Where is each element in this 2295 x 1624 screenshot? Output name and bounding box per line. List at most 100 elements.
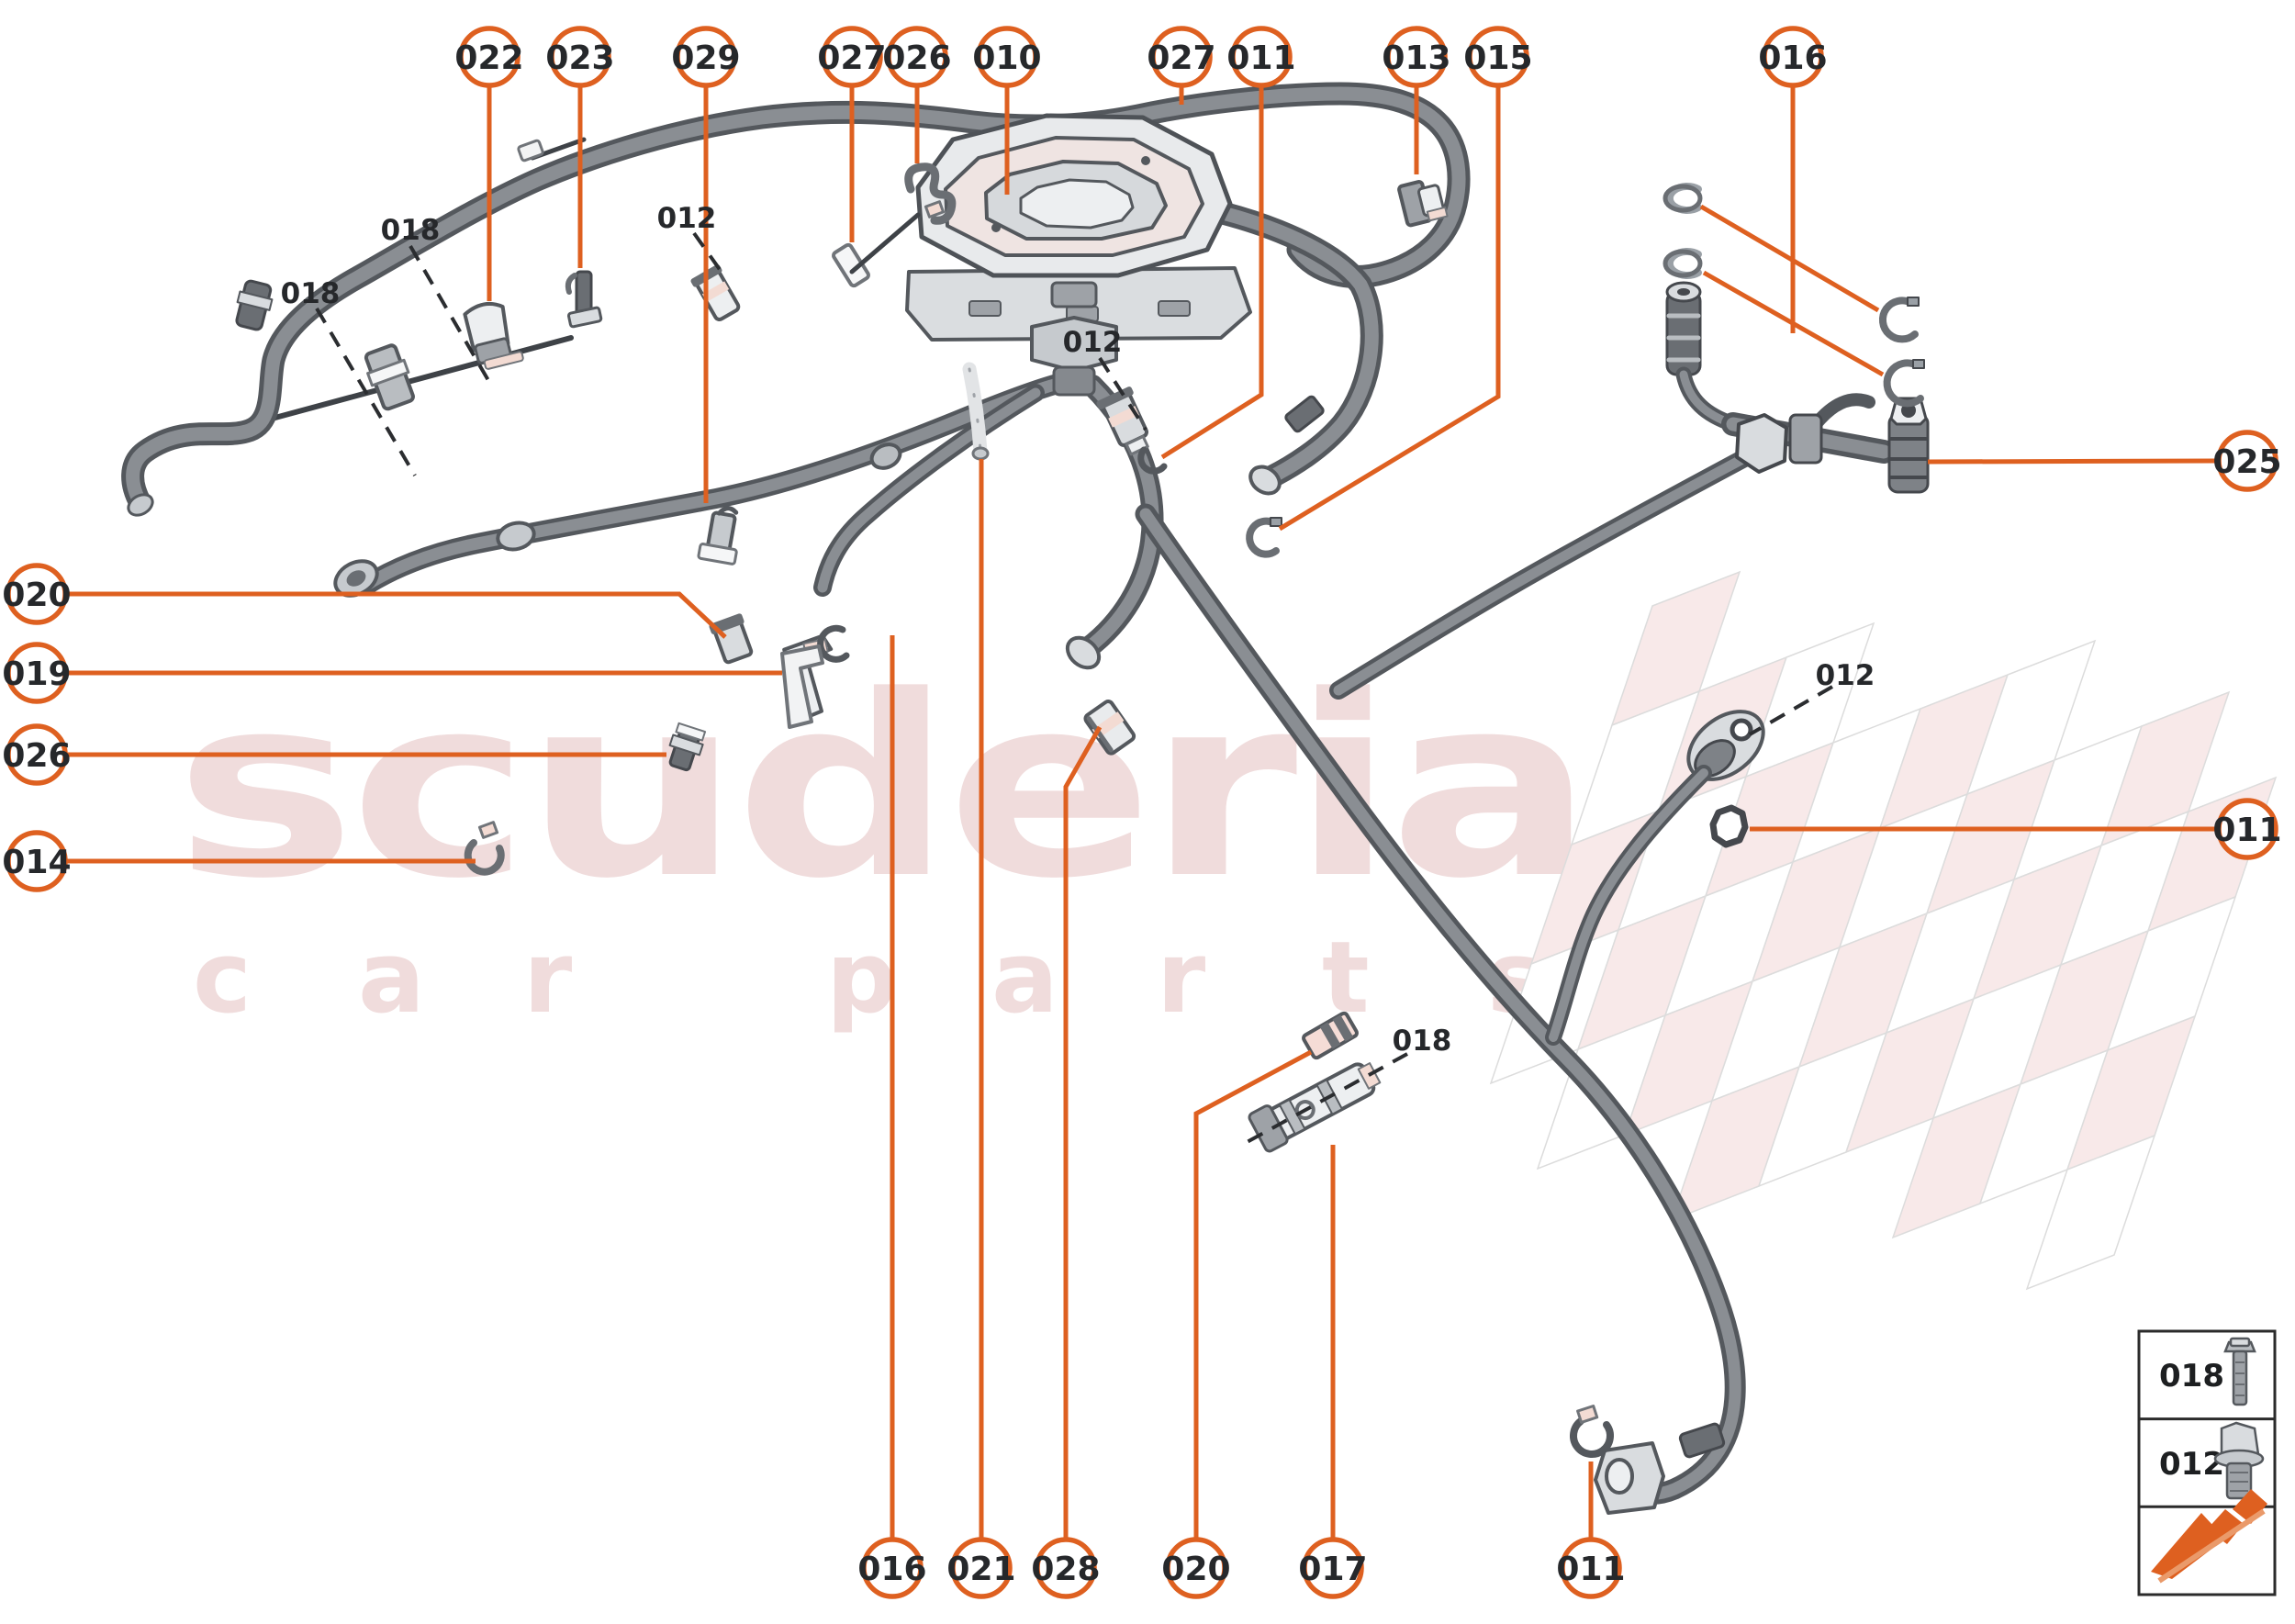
callout-circle[interactable] bbox=[1467, 26, 1529, 88]
inline-label-018: 018 bbox=[281, 277, 417, 477]
callout-circle[interactable] bbox=[6, 830, 68, 892]
valve-012-b bbox=[1096, 386, 1149, 456]
callout-circle[interactable] bbox=[886, 26, 948, 88]
callout-025[interactable]: 025 bbox=[1927, 430, 2282, 492]
harness-rod bbox=[269, 335, 574, 421]
callout-029[interactable]: 029 bbox=[671, 26, 741, 503]
callout-number: 014 bbox=[2, 844, 71, 881]
callout-circle[interactable] bbox=[861, 1537, 924, 1599]
callout-number: 026 bbox=[2, 737, 71, 775]
checkered-flag-watermark bbox=[1489, 570, 2278, 1291]
callout-circle[interactable] bbox=[1302, 1537, 1364, 1599]
callout-circle[interactable] bbox=[2216, 798, 2278, 860]
callout-027[interactable]: 027 bbox=[1147, 26, 1216, 105]
callout-number: 029 bbox=[671, 39, 740, 77]
callout-020[interactable]: 020 bbox=[1161, 1049, 1313, 1599]
band-clamp-018-target bbox=[235, 279, 274, 331]
ring-011-right bbox=[1709, 804, 1749, 848]
legend-box: 018 012 bbox=[2137, 1329, 2277, 1596]
strap-clamp-022-target bbox=[463, 301, 524, 370]
tbolt-clamp-017-target bbox=[1248, 1062, 1382, 1153]
callout-circle[interactable] bbox=[675, 26, 737, 88]
callout-circle[interactable] bbox=[950, 1537, 1013, 1599]
callout-014[interactable]: 014 bbox=[2, 830, 476, 892]
callout-number: 025 bbox=[2212, 443, 2281, 481]
leader-line bbox=[65, 591, 727, 639]
callout-circle[interactable] bbox=[1560, 1537, 1622, 1599]
watermark-tagline-letter: a bbox=[991, 921, 1058, 1036]
callout-circle[interactable] bbox=[6, 563, 68, 625]
connector-012-right bbox=[1545, 710, 1765, 1046]
callout-023[interactable]: 023 bbox=[545, 26, 615, 268]
inline-label-012: 012 bbox=[1063, 326, 1148, 431]
leader-line bbox=[1927, 458, 2220, 465]
dashed-pointer bbox=[1748, 685, 1834, 736]
callout-015[interactable]: 015 bbox=[1278, 26, 1533, 532]
inline-part-number: 018 bbox=[1393, 1025, 1452, 1058]
callout-number: 011 bbox=[1556, 1551, 1625, 1588]
callout-circle[interactable] bbox=[2216, 430, 2278, 492]
callout-021[interactable]: 021 bbox=[946, 459, 1016, 1599]
callout-circle[interactable] bbox=[1165, 1537, 1227, 1599]
watermark-tagline-letter: r bbox=[1157, 921, 1205, 1036]
callout-circle[interactable] bbox=[821, 26, 883, 88]
callout-circle[interactable] bbox=[1035, 1537, 1097, 1599]
dashed-pointer bbox=[1098, 356, 1148, 431]
pump-assembly bbox=[905, 113, 1252, 461]
bolt-long-icon bbox=[2223, 1337, 2256, 1406]
callout-016[interactable]: 016 bbox=[1699, 26, 1885, 377]
fuel-line-lower-left bbox=[333, 374, 1068, 598]
inline-label-012: 012 bbox=[657, 202, 727, 279]
callout-020[interactable]: 020 bbox=[2, 563, 727, 639]
callout-number: 028 bbox=[1031, 1551, 1100, 1588]
callout-010[interactable]: 010 bbox=[972, 26, 1042, 195]
leader-line bbox=[1160, 85, 1264, 460]
callout-number: 016 bbox=[857, 1551, 926, 1588]
callout-013[interactable]: 013 bbox=[1382, 26, 1451, 174]
leader-line-extra bbox=[1699, 204, 1880, 313]
diagram-artwork bbox=[121, 82, 1930, 1515]
callout-017[interactable]: 017 bbox=[1298, 1145, 1368, 1599]
callout-circle[interactable] bbox=[1230, 26, 1293, 88]
callout-circle[interactable] bbox=[549, 26, 611, 88]
inline-part-number: 012 bbox=[657, 202, 717, 235]
callout-026[interactable]: 026 bbox=[882, 26, 952, 163]
callout-026[interactable]: 026 bbox=[2, 723, 666, 786]
callout-circle[interactable] bbox=[6, 642, 68, 704]
callout-number: 022 bbox=[454, 39, 523, 77]
clip-028-target bbox=[1083, 700, 1136, 756]
bolt-flanged-icon bbox=[2213, 1421, 2265, 1500]
callout-circle[interactable] bbox=[1150, 26, 1213, 88]
callout-027[interactable]: 027 bbox=[817, 26, 887, 242]
flag-cell bbox=[2025, 1134, 2156, 1291]
callout-number: 020 bbox=[2, 577, 71, 614]
callout-circle[interactable] bbox=[1385, 26, 1448, 88]
inline-label-018: 018 bbox=[1241, 1025, 1452, 1147]
callout-028[interactable]: 028 bbox=[1031, 725, 1103, 1599]
inline-label-012: 012 bbox=[1748, 659, 1875, 736]
clip-023-target bbox=[565, 270, 603, 329]
hose-descending-right bbox=[1211, 201, 1383, 496]
callout-022[interactable]: 022 bbox=[454, 26, 524, 301]
brand-arrow-icon bbox=[2151, 1489, 2267, 1584]
callout-circle[interactable] bbox=[6, 723, 68, 786]
hook-clip-026-top bbox=[904, 162, 957, 225]
callout-circle[interactable] bbox=[458, 26, 521, 88]
ring-clamp-011-top-target bbox=[1137, 446, 1168, 475]
clip-026-left-target bbox=[668, 722, 707, 772]
callout-circle[interactable] bbox=[976, 26, 1038, 88]
callout-number: 021 bbox=[946, 1551, 1015, 1588]
pipe-long-bottom bbox=[1135, 503, 1746, 1515]
open-clamp-015-target bbox=[1246, 517, 1282, 558]
watermark-tagline-letter: c bbox=[193, 921, 252, 1036]
inline-label-018: 018 bbox=[381, 214, 495, 390]
callout-011[interactable]: 011 bbox=[1750, 798, 2282, 860]
callout-019[interactable]: 019 bbox=[2, 642, 782, 704]
callout-016[interactable]: 016 bbox=[857, 635, 927, 1599]
callout-011[interactable]: 011 bbox=[1160, 26, 1296, 460]
callout-circle[interactable] bbox=[1762, 26, 1824, 88]
inline-part-number: 018 bbox=[281, 277, 341, 310]
callout-011[interactable]: 011 bbox=[1556, 1462, 1626, 1599]
